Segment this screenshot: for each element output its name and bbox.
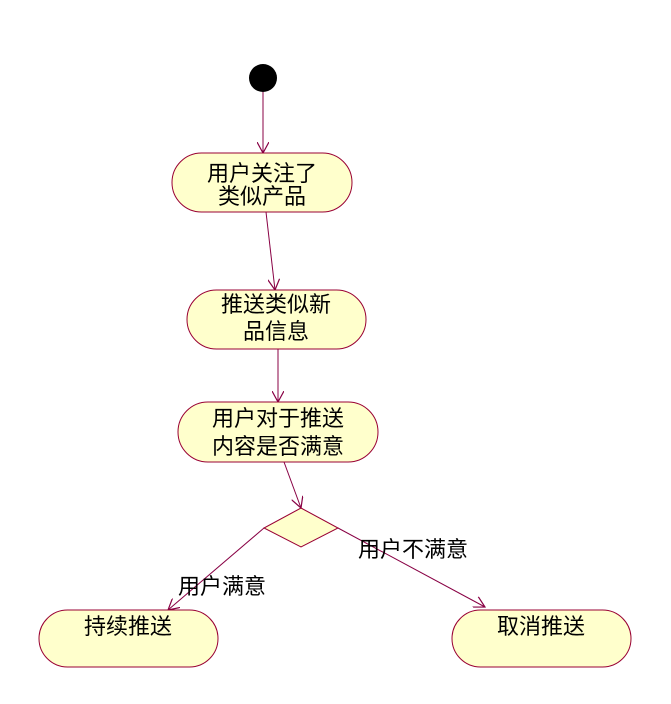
edge-label-satisfied: 用户满意 xyxy=(178,575,266,600)
edge-decision-to-n4 xyxy=(168,527,265,610)
activity-node-3-line2: 内容是否满意 xyxy=(212,435,344,460)
activity-node-3-shape xyxy=(177,401,379,463)
activity-node-1: 用户关注了 类似产品 xyxy=(171,152,353,213)
activity-node-2-line1: 推送类似新 xyxy=(221,293,331,318)
activity-node-3: 用户对于推送 内容是否满意 xyxy=(177,401,379,463)
activity-node-4-shape xyxy=(38,609,219,668)
activity-node-5-shape xyxy=(451,609,632,668)
activity-node-5: 取消推送 xyxy=(451,609,632,668)
edge-label-unsatisfied: 用户不满意 xyxy=(358,538,468,563)
activity-node-2: 推送类似新 品信息 xyxy=(186,289,367,350)
activity-node-2-shape xyxy=(186,289,367,350)
activity-node-3-line1: 用户对于推送 xyxy=(212,407,344,432)
edge-n3-to-decision xyxy=(283,461,301,508)
activity-node-1-shape xyxy=(171,152,353,213)
decision-node xyxy=(262,507,340,548)
edge-decision-to-n5 xyxy=(337,527,485,607)
activity-node-4: 持续推送 xyxy=(38,609,219,668)
activity-node-5-label: 取消推送 xyxy=(497,615,585,640)
activity-node-4-label: 持续推送 xyxy=(84,615,172,640)
activity-node-2-line2: 品信息 xyxy=(243,320,309,345)
start-node xyxy=(249,64,277,92)
edge-n1-to-n2 xyxy=(265,211,275,290)
activity-node-1-line1: 用户关注了 xyxy=(207,162,317,187)
activity-node-1-line2: 类似产品 xyxy=(218,185,306,210)
